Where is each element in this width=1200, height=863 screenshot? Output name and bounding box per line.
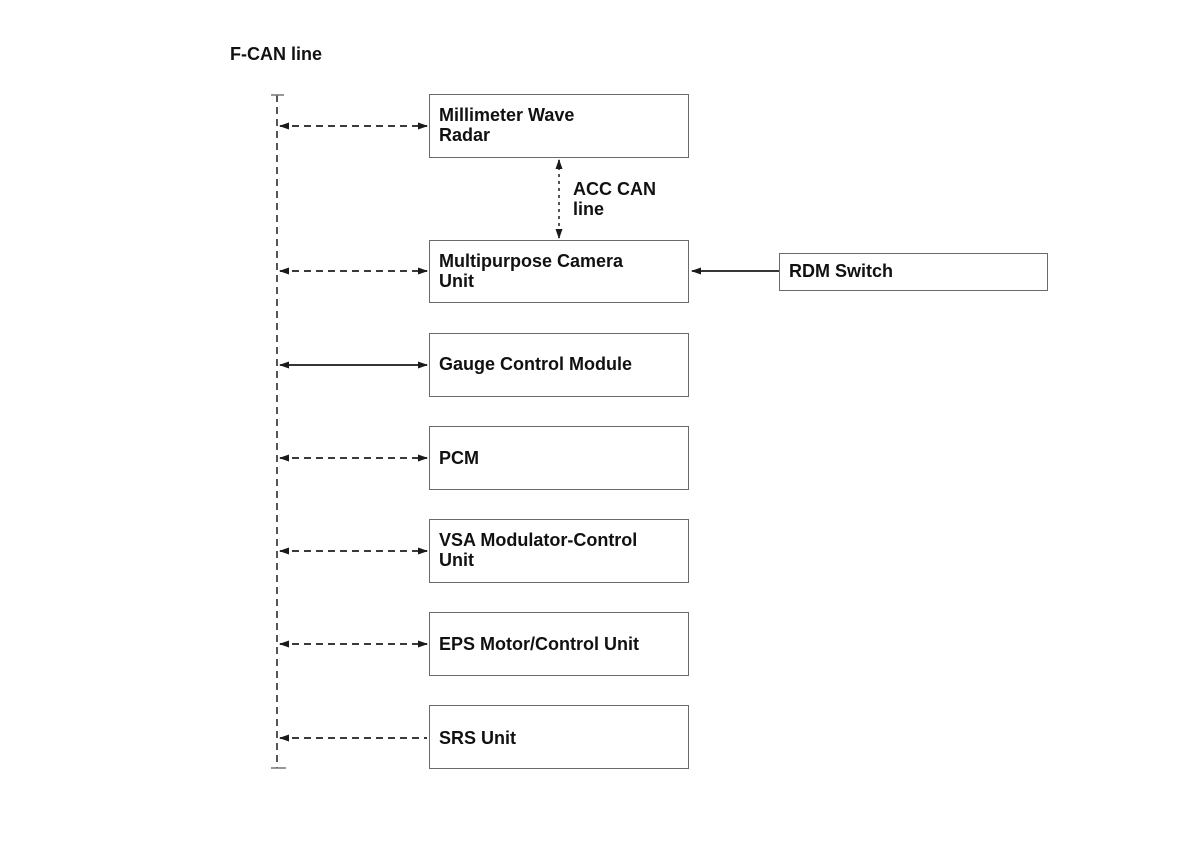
multipurpose-camera-unit-label: Multipurpose Camera Unit [439, 251, 624, 291]
millimeter-wave-radar-box: Millimeter Wave Radar [429, 94, 689, 158]
rdm-switch-label: RDM Switch [789, 261, 894, 281]
multipurpose-camera-unit-box: Multipurpose Camera Unit [429, 240, 689, 303]
gauge-control-module-label: Gauge Control Module [439, 354, 632, 374]
f-can-line-label: F-CAN line [230, 44, 322, 64]
pcm-box: PCM [429, 426, 689, 490]
rdm-switch-box: RDM Switch [779, 253, 1048, 291]
millimeter-wave-radar-label: Millimeter Wave Radar [439, 105, 575, 145]
pcm-label: PCM [439, 448, 479, 468]
srs-unit-label: SRS Unit [439, 728, 517, 748]
eps-motor-control-unit-box: EPS Motor/Control Unit [429, 612, 689, 676]
gauge-control-module-box: Gauge Control Module [429, 333, 689, 397]
eps-motor-control-unit-label: EPS Motor/Control Unit [439, 634, 639, 654]
srs-unit-box: SRS Unit [429, 705, 689, 769]
vsa-modulator-control-unit-box: VSA Modulator-Control Unit [429, 519, 689, 583]
vsa-modulator-control-unit-label: VSA Modulator-Control Unit [439, 530, 638, 570]
acc-can-line-label: ACC CAN line [573, 179, 656, 219]
